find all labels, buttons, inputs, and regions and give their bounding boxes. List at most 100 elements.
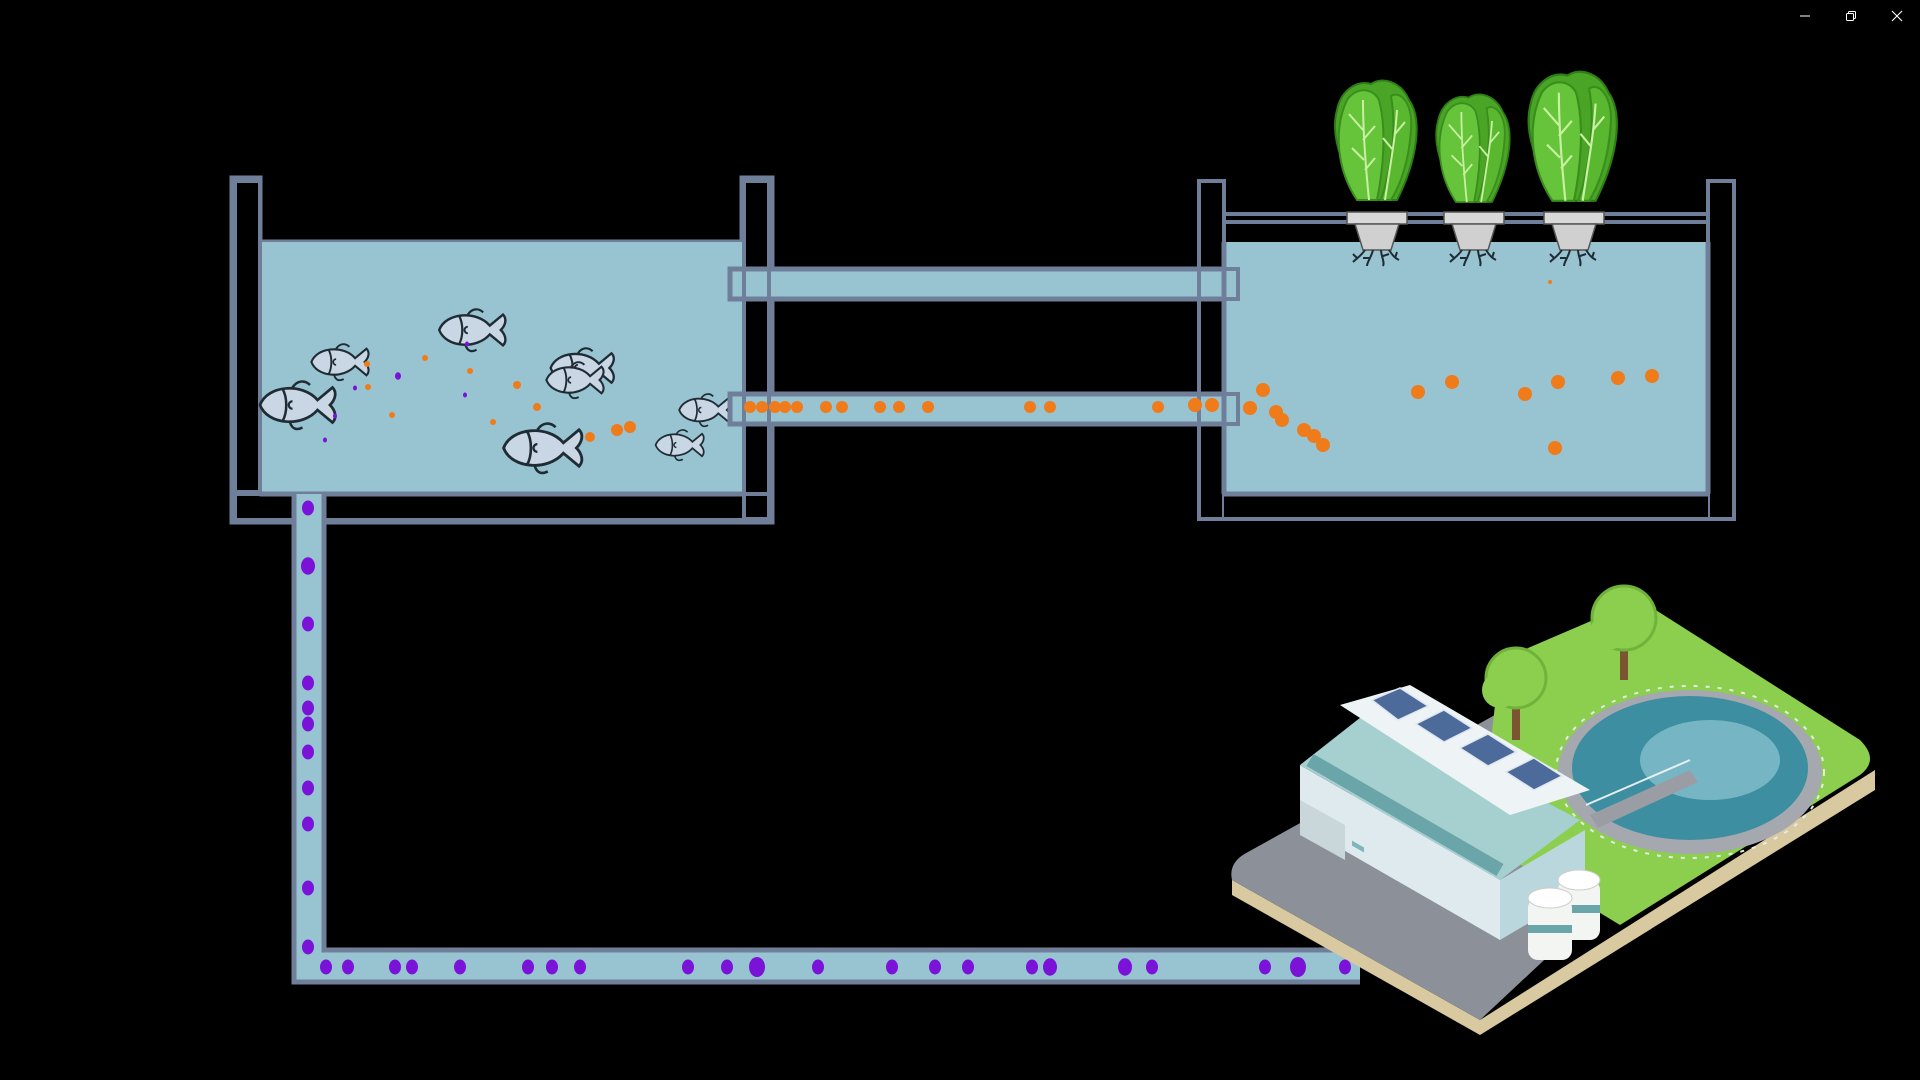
waste-particle xyxy=(302,500,314,516)
nutrient-particle xyxy=(1411,385,1425,399)
restore-icon xyxy=(1846,11,1856,21)
nutrient-particle xyxy=(1316,438,1330,452)
waste-particle xyxy=(302,744,314,760)
waste-particle xyxy=(395,372,401,380)
nutrient-particle xyxy=(820,401,832,413)
waste-particle xyxy=(522,959,534,975)
waste-particle xyxy=(302,675,314,691)
waste-particle xyxy=(301,557,315,575)
nutrient-particle xyxy=(836,401,848,413)
nutrient-particle xyxy=(769,401,781,413)
tree-1 xyxy=(1482,646,1548,740)
nutrient-particle xyxy=(1188,398,1202,412)
drain-pipe xyxy=(291,494,1360,985)
waste-particle xyxy=(682,959,694,975)
waste-particle xyxy=(333,413,337,419)
nutrient-particle xyxy=(1548,441,1562,455)
grow-bed-wall-right xyxy=(1706,179,1736,521)
nutrient-particle xyxy=(364,361,370,367)
waste-particle xyxy=(323,437,327,443)
fish-tank-wall-right xyxy=(742,179,771,521)
nutrient-particle xyxy=(611,424,623,436)
nutrient-particle xyxy=(1645,369,1659,383)
fish-tank xyxy=(229,175,775,525)
plant-3 xyxy=(1527,70,1618,267)
nutrient-particle xyxy=(1205,398,1219,412)
waste-particle xyxy=(546,959,558,975)
nutrient-particle xyxy=(922,401,934,413)
nutrient-particle xyxy=(1243,401,1257,415)
nutrient-particle xyxy=(1551,375,1565,389)
waste-particle xyxy=(721,959,733,975)
plant-2 xyxy=(1435,93,1511,267)
nutrient-particle xyxy=(1044,401,1056,413)
waste-particle xyxy=(749,957,765,977)
nutrient-particle xyxy=(1518,387,1532,401)
plant-base-edge xyxy=(1232,770,1875,1035)
waste-particle xyxy=(1290,957,1306,977)
nutrient-particle xyxy=(490,419,496,425)
treatment-plant xyxy=(1231,584,1875,1035)
nutrient-particle xyxy=(1275,413,1289,427)
waste-particle xyxy=(1259,959,1271,975)
restore-button[interactable] xyxy=(1828,0,1874,32)
nutrient-particle xyxy=(791,401,803,413)
nutrient-particle xyxy=(1024,401,1036,413)
waste-particle xyxy=(1118,958,1132,976)
nutrient-particle xyxy=(624,421,636,433)
waste-particle xyxy=(353,385,357,391)
waste-particle xyxy=(929,959,941,975)
treatment-building xyxy=(1300,685,1590,940)
nutrient-particle xyxy=(389,412,395,418)
nutrient-particle xyxy=(756,401,768,413)
upper-pipe xyxy=(727,266,1241,302)
clarifier-basin xyxy=(1555,685,1825,859)
nutrient-particle xyxy=(893,401,905,413)
nutrient-particle xyxy=(744,401,756,413)
nutrient-particle xyxy=(513,381,521,389)
waste-particle xyxy=(302,816,314,832)
minimize-icon xyxy=(1800,15,1810,17)
waste-particle xyxy=(302,880,314,896)
solar-panels xyxy=(1370,687,1564,791)
window-controls xyxy=(1782,0,1920,32)
waste-particle xyxy=(1026,959,1038,975)
fish-tank-wall-left xyxy=(233,179,262,494)
nutrient-particle xyxy=(779,401,791,413)
waste-particles xyxy=(301,341,1351,977)
nutrient-particle xyxy=(1611,371,1625,385)
nutrient-particle xyxy=(1445,375,1459,389)
nutrient-particle xyxy=(365,384,371,390)
waste-particle xyxy=(1043,958,1057,976)
waste-particle xyxy=(302,700,314,716)
nutrient-particle xyxy=(1548,280,1552,284)
waste-particle xyxy=(962,959,974,975)
nutrient-particles xyxy=(364,280,1659,455)
waste-particle xyxy=(302,616,314,632)
waste-particle xyxy=(302,939,314,955)
nutrient-particle xyxy=(1307,429,1321,443)
close-icon xyxy=(1891,10,1903,22)
storage-tanks xyxy=(1527,869,1601,960)
grow-bed-tank xyxy=(1197,179,1736,521)
nutrient-particle xyxy=(533,403,541,411)
minimize-button[interactable] xyxy=(1782,0,1828,32)
nutrient-particle xyxy=(585,432,595,442)
waste-particle xyxy=(406,959,418,975)
waste-particle xyxy=(465,341,469,347)
close-button[interactable] xyxy=(1874,0,1920,32)
waste-particle xyxy=(320,959,332,975)
nutrient-particle xyxy=(422,355,428,361)
waste-particle xyxy=(574,959,586,975)
waste-particle xyxy=(463,392,467,398)
waste-particle xyxy=(302,716,314,732)
tree-2 xyxy=(1590,584,1658,680)
waste-particle xyxy=(886,959,898,975)
nutrient-particle xyxy=(467,368,473,374)
waste-particle xyxy=(812,959,824,975)
waste-particle xyxy=(302,780,314,796)
nutrient-particle xyxy=(1152,401,1164,413)
waste-particle xyxy=(342,959,354,975)
nutrient-particle xyxy=(1256,383,1270,397)
